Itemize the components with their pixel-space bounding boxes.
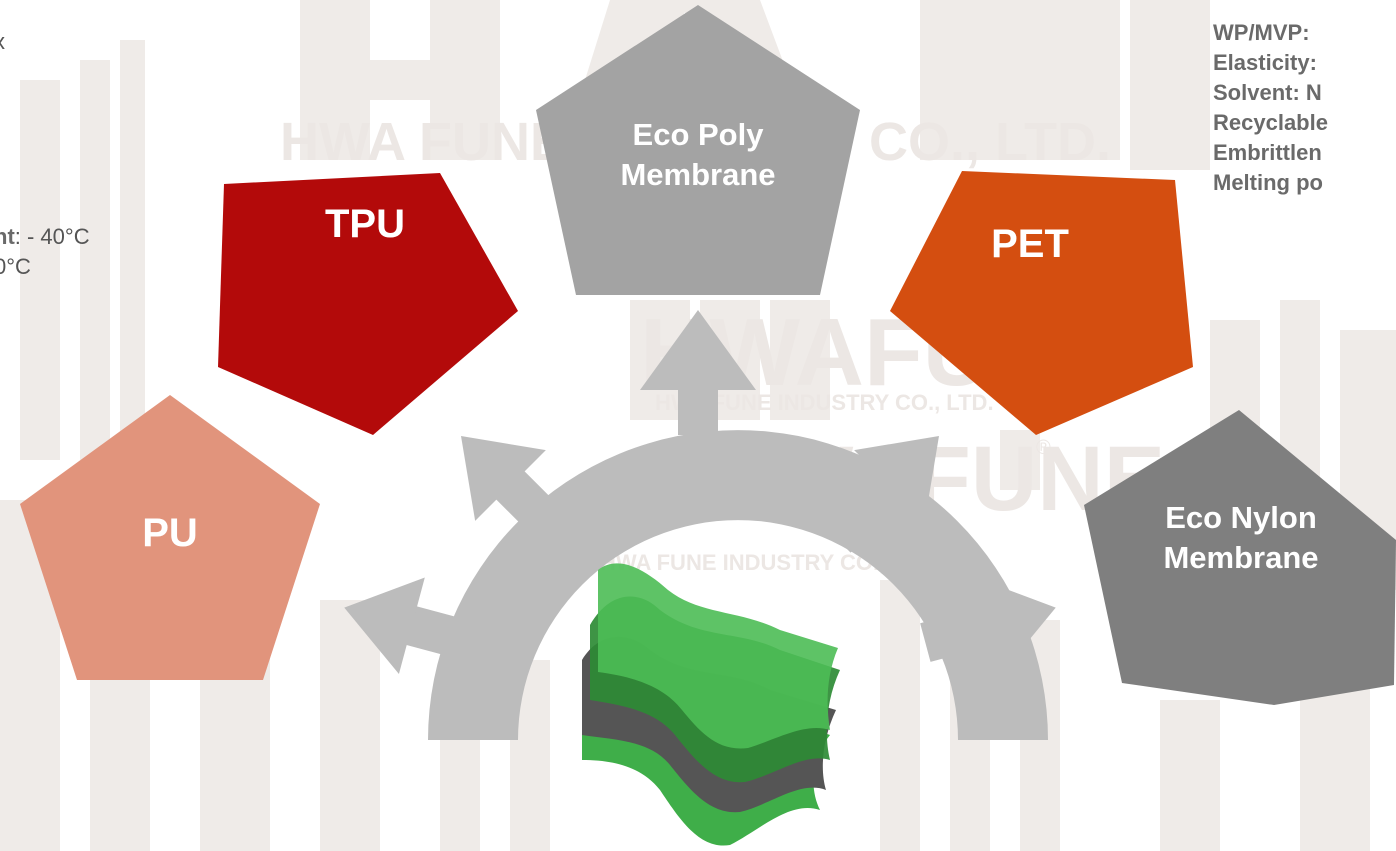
pentagon-pu (20, 395, 320, 680)
pentagon-eco-nylon (1084, 410, 1396, 705)
left-spec-fragment-top: x (0, 27, 5, 57)
right-spec-line-2-text: Elasticity: (1213, 50, 1317, 75)
arrow-upper-right (822, 436, 939, 553)
right-spec-line-1: WP/MVP: (1213, 18, 1328, 48)
right-spec-line-6: Melting po (1213, 168, 1328, 198)
right-spec-text: WP/MVP: Elasticity: Solvent: N Recyclabl… (1213, 18, 1328, 198)
pentagon-eco-poly (536, 5, 860, 295)
arrow-right (920, 577, 1056, 675)
right-spec-line-4-text: Recyclable (1213, 110, 1328, 135)
right-spec-line-5: Embrittlen (1213, 138, 1328, 168)
label-pet: PET (991, 222, 1069, 266)
left-spec-text: x nt: - 40°C 0°C (0, 29, 90, 282)
right-spec-line-1-text: WP/MVP: (1213, 20, 1310, 45)
pentagon-tpu (218, 173, 518, 435)
right-spec-line-6-text: Melting po (1213, 170, 1323, 195)
left-spec-line-2: 0°C (0, 254, 31, 279)
fabric-layers-icon (582, 563, 840, 846)
arrow-up (640, 310, 756, 435)
right-spec-line-2: Elasticity: (1213, 48, 1328, 78)
arrow-left (344, 577, 480, 675)
left-spec-line-1-key: nt (0, 224, 15, 249)
label-pu: PU (142, 511, 198, 555)
left-spec-line-1: nt: - 40°C (0, 222, 90, 252)
right-spec-line-3: Solvent: N (1213, 78, 1328, 108)
pentagon-pet (890, 171, 1193, 435)
right-spec-line-5-text: Embrittlen (1213, 140, 1322, 165)
watermark-registered-mark: ® (1036, 437, 1051, 459)
label-tpu: TPU (325, 202, 405, 246)
right-spec-line-4: Recyclable (1213, 108, 1328, 138)
arrow-upper-left (461, 436, 578, 553)
right-spec-line-3-text: Solvent: N (1213, 80, 1322, 105)
left-spec-line-1-value: : - 40°C (14, 224, 90, 249)
